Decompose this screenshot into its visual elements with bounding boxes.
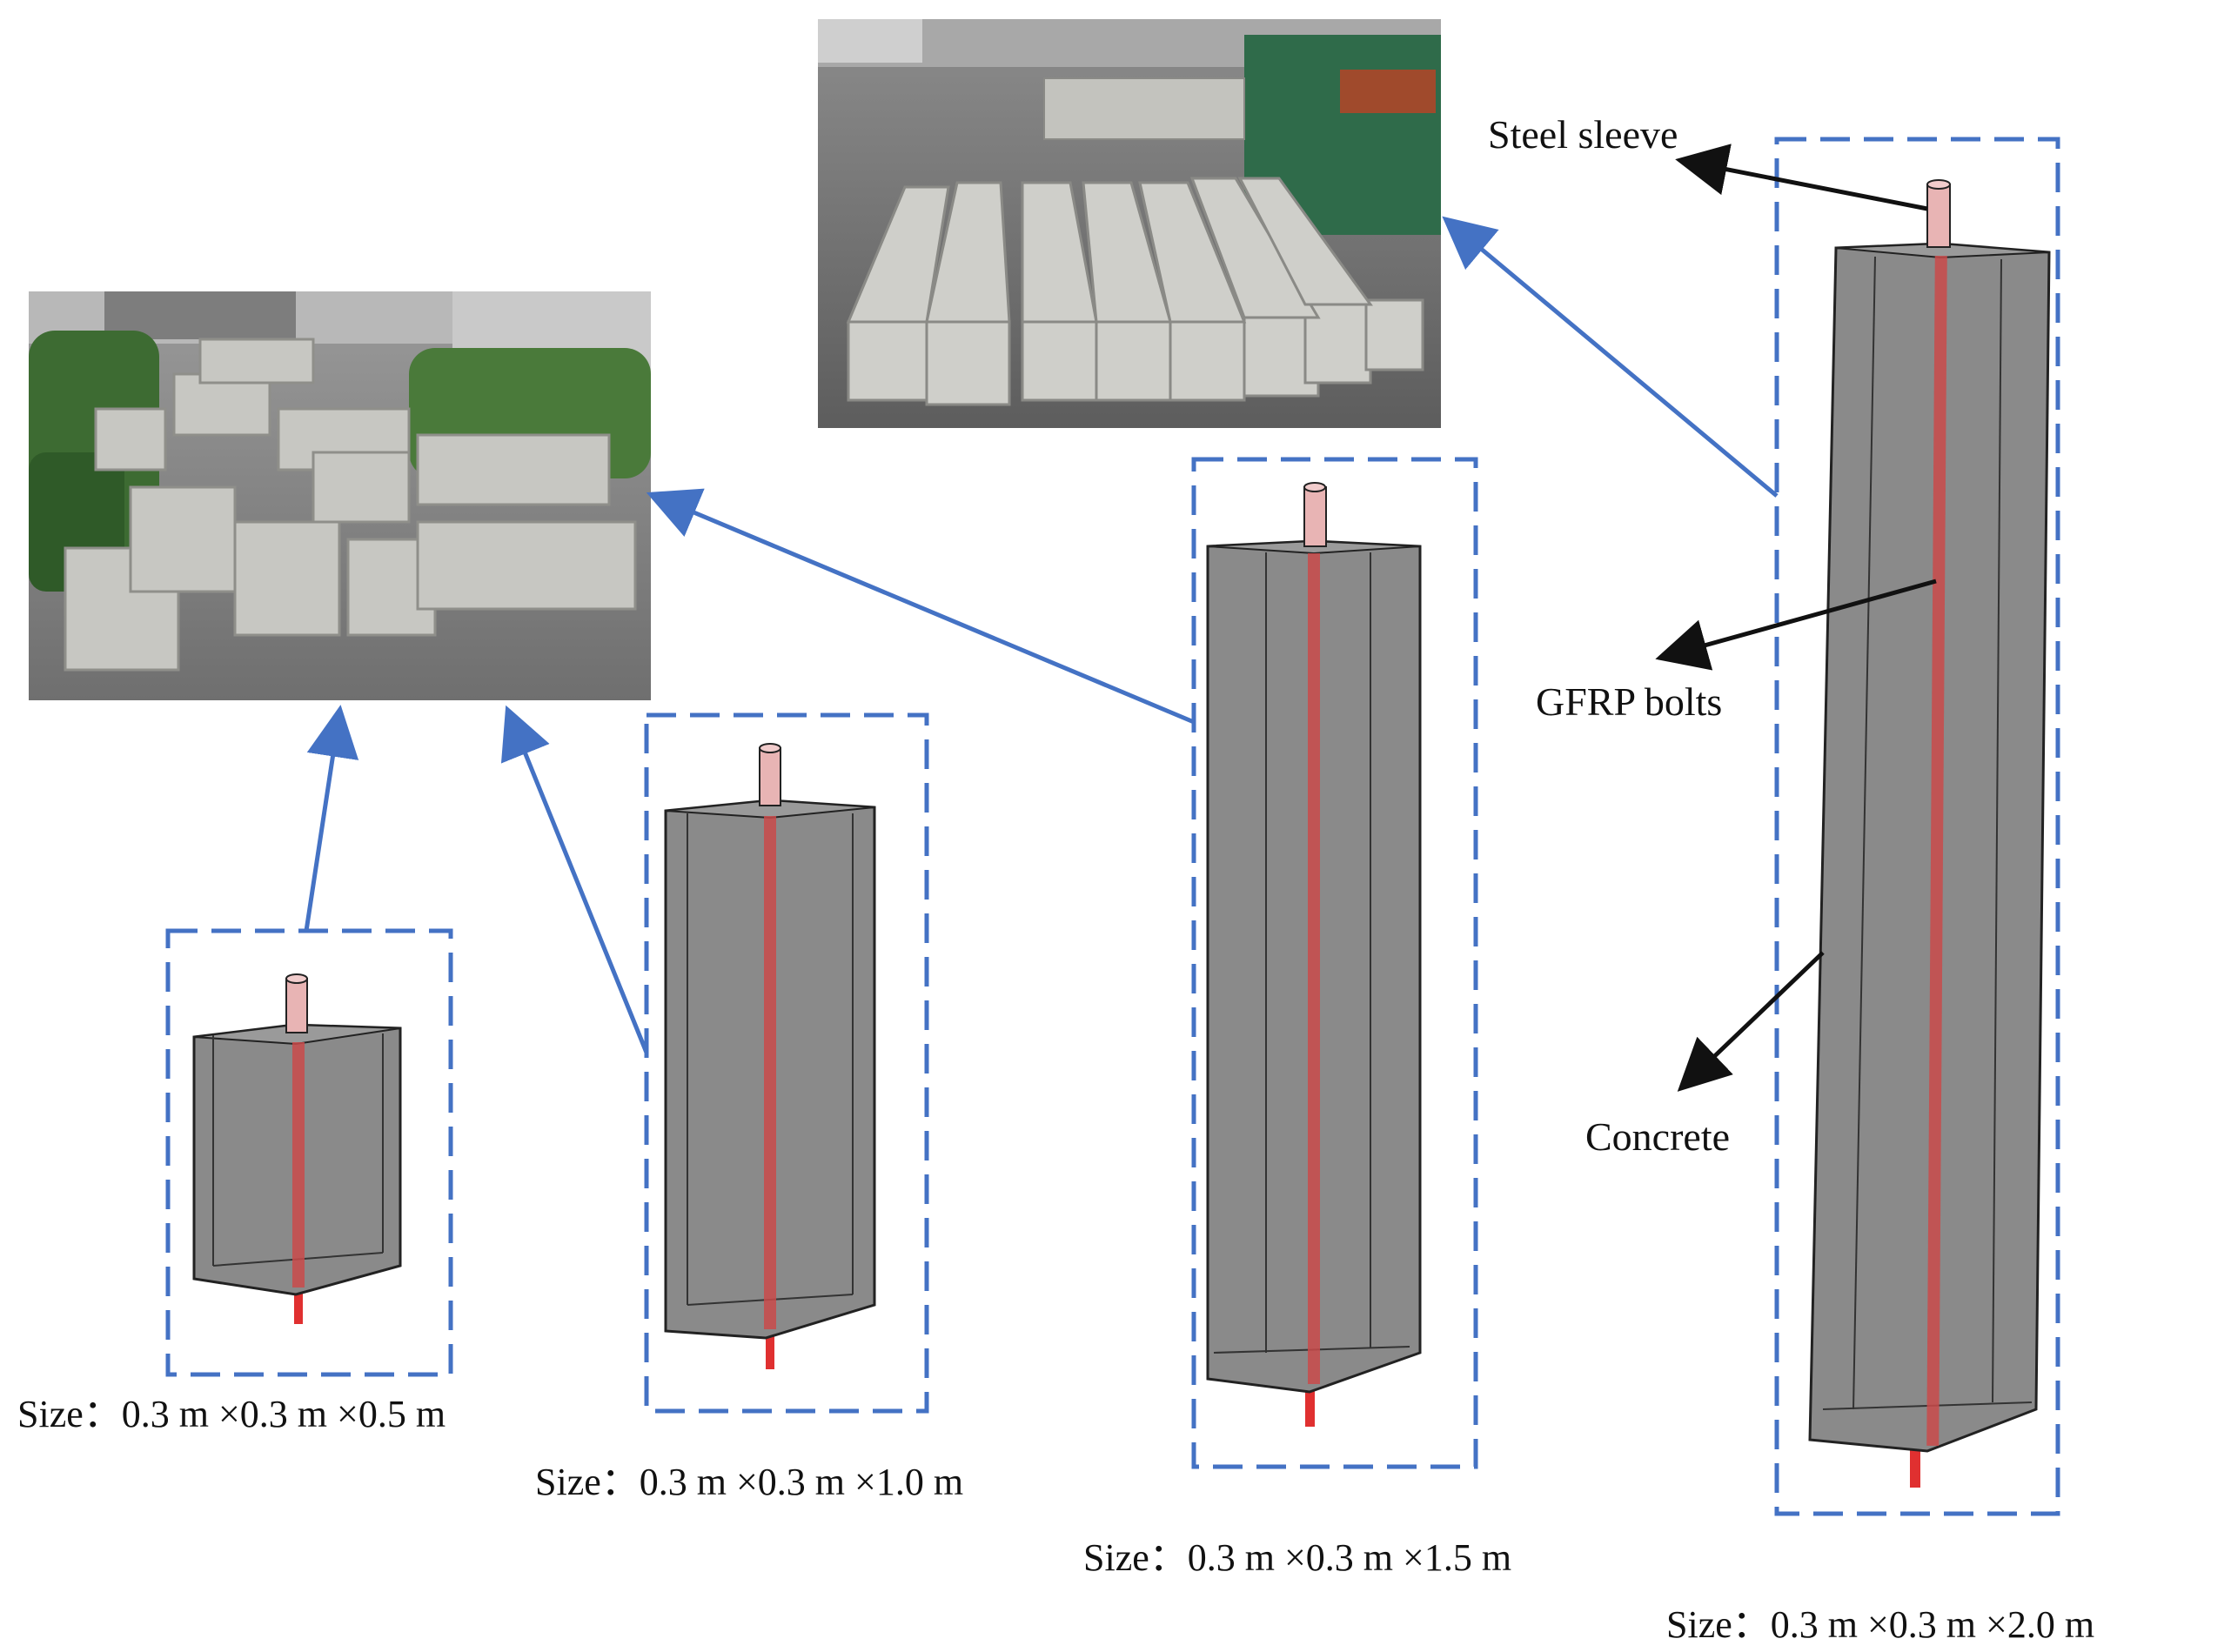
size-label-1-0m: Size：0.3 m ×0.3 m ×1.0 m	[535, 1461, 963, 1503]
specimen-0-5m	[192, 973, 402, 1324]
label-concrete: Concrete	[1585, 1114, 1730, 1159]
specimen-1-0m	[664, 743, 876, 1369]
arrow-specimen1-to-photo1	[304, 705, 359, 932]
frame-specimen-2-0m	[1774, 137, 2060, 1516]
arrow-specimen3-to-photo1	[646, 488, 1195, 725]
label-gfrp-bolts: GFRP bolts	[1536, 679, 1722, 724]
size-label-2-0m: Size：0.3 m ×0.3 m ×2.0 m	[1666, 1603, 2094, 1646]
size-label-1-5m: Size：0.3 m ×0.3 m ×1.5 m	[1083, 1536, 1511, 1579]
arrow-steel-sleeve	[1675, 144, 1928, 211]
frame-specimen-0-5m	[165, 928, 453, 1377]
specimen-1-5m	[1206, 482, 1422, 1427]
specimen-2-0m	[1808, 179, 2051, 1488]
frame-specimen-1-0m	[644, 712, 929, 1414]
label-steel-sleeve: Steel sleeve	[1488, 112, 1678, 157]
size-label-0-5m: Size：0.3 m ×0.3 m ×0.5 m	[17, 1393, 446, 1435]
arrow-concrete	[1677, 951, 1825, 1092]
frame-specimen-1-5m	[1191, 457, 1478, 1469]
arrow-specimen4-to-photo2	[1442, 216, 1779, 498]
photo-aligned-beams	[818, 19, 1441, 428]
photo-scattered-blocks	[29, 291, 651, 700]
arrow-specimen2-to-photo1	[500, 705, 649, 1053]
arrow-gfrp-bolts	[1655, 579, 1937, 671]
